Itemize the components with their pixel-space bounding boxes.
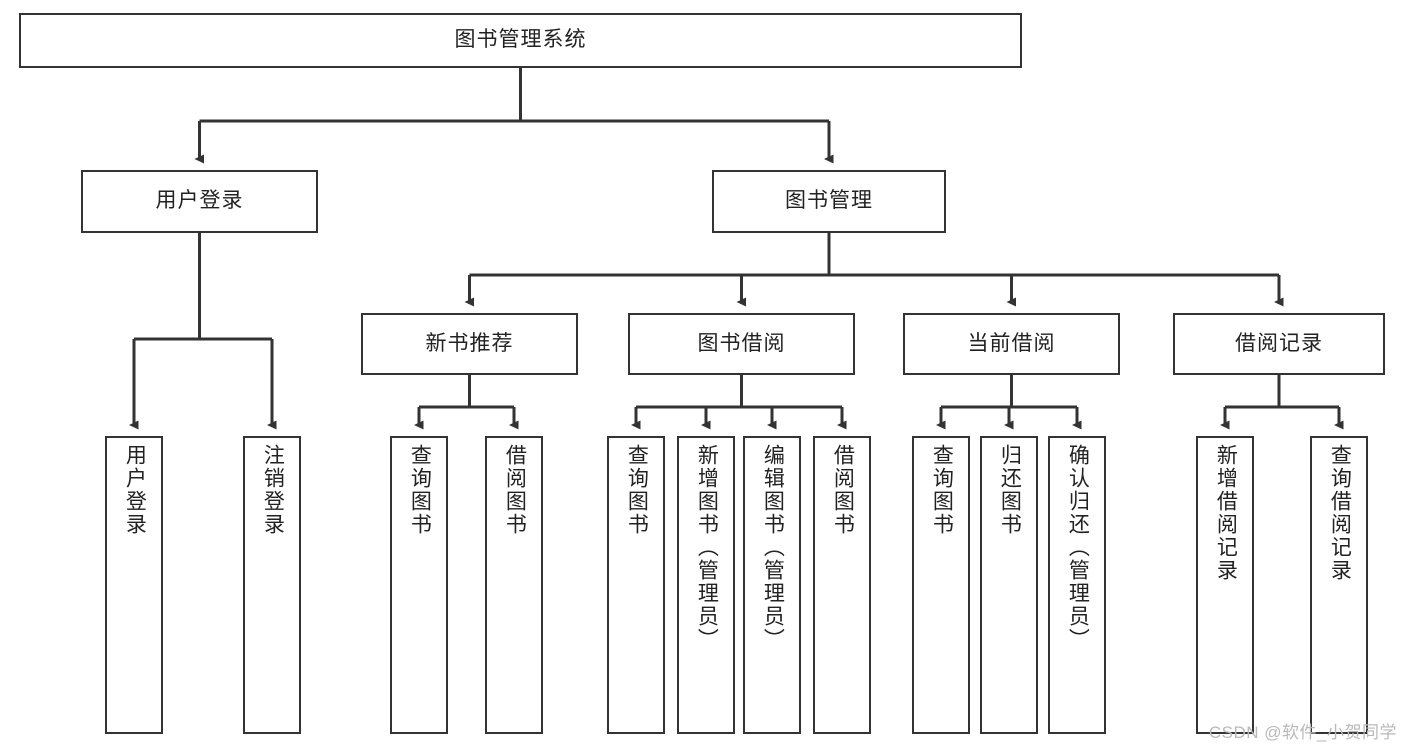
leaf-borrow-add-book-label: 新增图书（管理员） — [695, 444, 719, 651]
node-user-login-label: 用户登录 — [155, 189, 244, 213]
leaf-current-query-book[interactable]: 查询图书 — [912, 436, 970, 734]
node-book-borrow[interactable]: 图书借阅 — [628, 313, 855, 375]
leaf-borrow-add-book[interactable]: 新增图书（管理员） — [677, 436, 735, 734]
node-book-manage[interactable]: 图书管理 — [712, 170, 946, 233]
leaf-borrow-borrow-book[interactable]: 借阅图书 — [813, 436, 871, 734]
node-root-label: 图书管理系统 — [454, 28, 587, 52]
node-current-borrow-label: 当前借阅 — [967, 331, 1056, 355]
leaf-record-add-label: 新增借阅记录 — [1214, 444, 1238, 582]
leaf-current-return-book-label: 归还图书 — [998, 444, 1022, 536]
node-new-book-recommend[interactable]: 新书推荐 — [361, 313, 578, 375]
leaf-record-query-label: 查询借阅记录 — [1328, 444, 1352, 582]
node-current-borrow[interactable]: 当前借阅 — [903, 313, 1120, 375]
leaf-borrow-borrow-book-label: 借阅图书 — [831, 444, 855, 536]
leaf-borrow-edit-book[interactable]: 编辑图书（管理员） — [743, 436, 801, 734]
leaf-record-query[interactable]: 查询借阅记录 — [1310, 436, 1368, 734]
leaf-borrow-query-book[interactable]: 查询图书 — [607, 436, 665, 734]
node-book-borrow-label: 图书借阅 — [697, 331, 786, 355]
node-borrow-record-label: 借阅记录 — [1235, 331, 1323, 355]
node-root[interactable]: 图书管理系统 — [19, 13, 1022, 68]
leaf-recommend-borrow-book-label: 借阅图书 — [503, 444, 527, 536]
leaf-recommend-query-book[interactable]: 查询图书 — [390, 436, 448, 734]
leaf-current-confirm-return[interactable]: 确认归还（管理员） — [1048, 436, 1106, 734]
leaf-current-return-book[interactable]: 归还图书 — [980, 436, 1038, 734]
leaf-current-query-book-label: 查询图书 — [930, 444, 954, 536]
node-user-login[interactable]: 用户登录 — [81, 170, 318, 233]
leaf-logout-label: 注销登录 — [261, 444, 285, 536]
node-book-manage-label: 图书管理 — [785, 189, 873, 213]
leaf-borrow-query-book-label: 查询图书 — [625, 444, 649, 536]
leaf-user-login[interactable]: 用户登录 — [105, 436, 163, 734]
watermark: CSDN @软件_小贺同学 — [1208, 723, 1397, 742]
leaf-user-login-label: 用户登录 — [123, 444, 147, 536]
node-new-book-recommend-label: 新书推荐 — [425, 331, 514, 355]
leaf-logout[interactable]: 注销登录 — [243, 436, 301, 734]
leaf-recommend-borrow-book[interactable]: 借阅图书 — [485, 436, 543, 734]
leaf-record-add[interactable]: 新增借阅记录 — [1196, 436, 1254, 734]
node-borrow-record[interactable]: 借阅记录 — [1173, 313, 1385, 375]
leaf-borrow-edit-book-label: 编辑图书（管理员） — [761, 444, 785, 651]
leaf-current-confirm-return-label: 确认归还（管理员） — [1066, 444, 1090, 651]
leaf-recommend-query-book-label: 查询图书 — [408, 444, 432, 536]
